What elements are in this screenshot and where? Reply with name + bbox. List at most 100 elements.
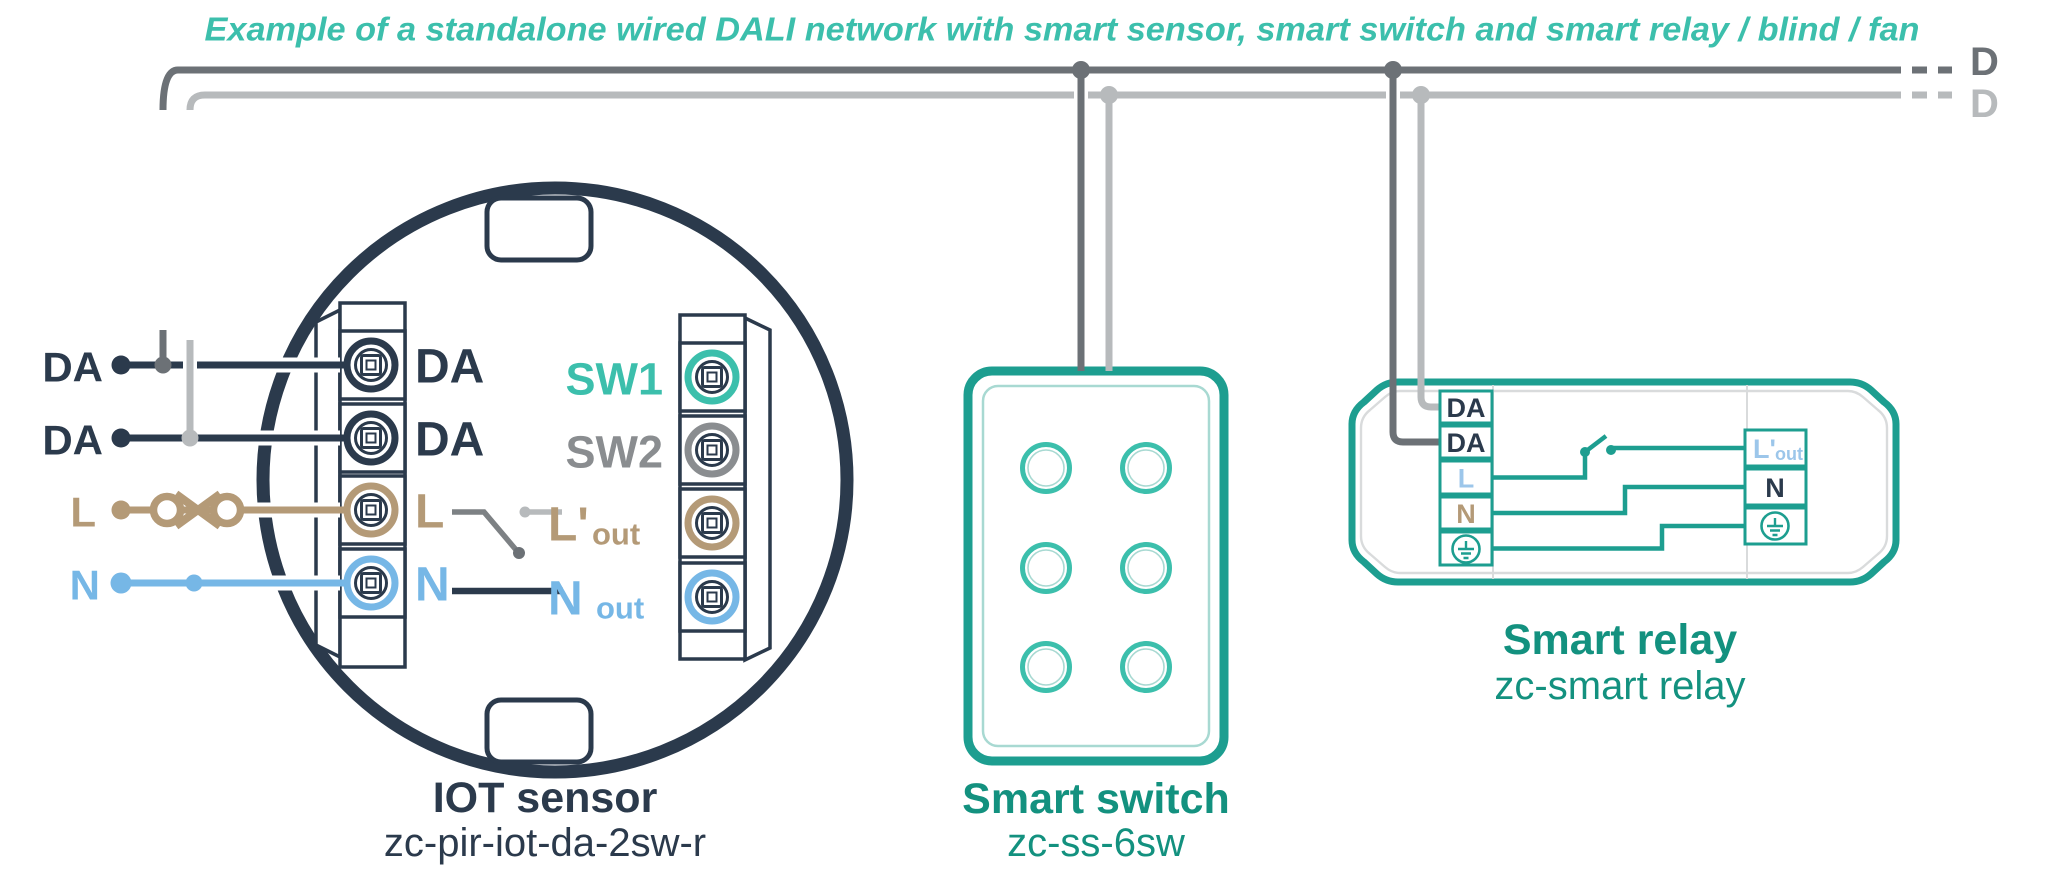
relay-live-label: L: [1458, 464, 1475, 494]
da1-input-label: DA: [42, 344, 103, 391]
sensor-da2-label: DA: [415, 414, 484, 467]
dali-d-label-bottom: D: [1970, 82, 1999, 126]
dali-bus-line-1: [159, 66, 1886, 111]
relay-neutral-label: N: [1456, 499, 1476, 529]
junction-dot: [1384, 61, 1402, 79]
svg-text:L': L': [548, 499, 589, 552]
relay-housing: [1348, 378, 1900, 586]
svg-text:out: out: [1775, 444, 1803, 464]
dali-bus: D D: [159, 40, 1999, 126]
relay-model: zc-smart relay: [1494, 664, 1745, 708]
relay-lout-label: L' out: [1753, 434, 1803, 464]
switch-bottom-tab: [1085, 757, 1109, 765]
terminal-nout: [684, 569, 740, 625]
switch-button: [1020, 542, 1072, 594]
diagram-title: Example of a standalone wired DALI netwo…: [205, 11, 1920, 48]
terminal-lout: [684, 495, 740, 551]
contact-dot: [1580, 447, 1590, 457]
smart-relay-caption: Smart relay zc-smart relay: [1494, 616, 1745, 708]
sensor-lout-label: L' out: [548, 499, 640, 552]
junction-dot: [181, 429, 199, 447]
relay-housing-inner-line: [1359, 389, 1889, 575]
sensor-bottom-notch: [484, 697, 594, 765]
sensor-sw2-label: SW2: [565, 427, 663, 478]
dali-bus-line-2: [186, 91, 1886, 111]
bus-branch-smart-switch: [1072, 61, 1118, 371]
switch-buttons: [1020, 442, 1172, 693]
sensor-nout-label: N out: [548, 573, 644, 626]
wire-end-dot: [111, 500, 131, 520]
sensor-sw1-label: SW1: [565, 354, 663, 405]
relay-name: Smart relay: [1503, 616, 1737, 664]
switch-button: [1020, 442, 1072, 494]
bus-branch-sensor: [154, 330, 199, 447]
strip-backplate: [743, 315, 772, 663]
relay-nout-label: N: [1765, 473, 1785, 503]
relay-right-terminal-strip: L' out N: [1743, 428, 1808, 546]
switch-housing-inner-line: [981, 384, 1211, 748]
svg-text:N: N: [548, 573, 583, 626]
smart-switch-body: [963, 366, 1229, 766]
smart-switch-caption: Smart switch zc-ss-6sw: [962, 775, 1230, 865]
relay-earth-wire: [1489, 523, 1747, 551]
switch-button: [1120, 442, 1172, 494]
sensor-neutral-label: N: [415, 559, 450, 612]
neutral-input-label: N: [70, 562, 100, 609]
sensor-model: zc-pir-iot-da-2sw-r: [384, 821, 706, 865]
terminal-sw1: [684, 349, 740, 405]
wire-end-dot: [111, 355, 131, 375]
live-input-label: L: [70, 489, 96, 536]
mains-input-wires: DA DA L N: [42, 344, 352, 609]
junction-dot: [1412, 86, 1430, 104]
wire-mid-dot: [185, 574, 203, 592]
relay-live-wire: [1489, 452, 1588, 480]
terminal-live: [343, 482, 399, 538]
smart-relay-body: [1348, 378, 1900, 586]
terminal-cell: [1438, 424, 1494, 460]
terminal-cell: [1743, 428, 1808, 468]
sensor-terminal-labels: DA DA L N SW1 SW2 L' out N out: [415, 341, 663, 626]
terminal-sw2: [684, 422, 740, 478]
sensor-terminals: [343, 337, 740, 625]
terminal-cell: [1438, 459, 1494, 496]
earth-ground-icon: [1451, 534, 1481, 564]
switch-housing: [963, 366, 1229, 766]
terminal-cell: [1743, 467, 1808, 507]
wire-end-dot: [111, 428, 131, 448]
switch-button: [1120, 542, 1172, 594]
terminal-da2: [343, 410, 399, 466]
dali-d-label-top: D: [1970, 40, 1999, 84]
contact-dot: [513, 547, 525, 559]
sensor-top-notch: [484, 195, 594, 263]
terminal-da1: [343, 337, 399, 393]
relay-drop-wire-1: [1389, 70, 1460, 446]
relay-da2-label: DA: [1447, 428, 1486, 458]
bus-branch-smart-relay: [1384, 61, 1460, 446]
svg-text:out: out: [592, 517, 640, 552]
junction-dot: [154, 356, 172, 374]
sensor-name: IOT sensor: [433, 774, 658, 822]
wire-end-dot: [110, 572, 132, 594]
svg-text:L': L': [1753, 434, 1776, 464]
svg-text:out: out: [596, 591, 644, 626]
switch-model: zc-ss-6sw: [1007, 821, 1185, 865]
sensor-live-label: L: [415, 486, 444, 539]
relay-left-terminal-strip: DA DA L N: [1438, 389, 1494, 567]
junction-dot: [1072, 61, 1090, 79]
switch-button: [1120, 641, 1172, 693]
earth-ground-icon: [1760, 511, 1790, 541]
relay-drop-wire-2: [1417, 95, 1460, 411]
relay-internal-wiring: [1489, 434, 1747, 551]
sensor-internal-relay-contact: [452, 506, 563, 595]
da2-input-label: DA: [42, 417, 103, 464]
switch-name: Smart switch: [962, 775, 1230, 823]
wire-twist-icon: [149, 490, 245, 530]
terminal-cell: [1438, 495, 1494, 531]
switch-button: [1020, 641, 1072, 693]
contact-arm: [452, 509, 520, 553]
terminal-cell: [1438, 389, 1494, 425]
junction-dot: [1100, 86, 1118, 104]
relay-da1-label: DA: [1447, 393, 1486, 423]
